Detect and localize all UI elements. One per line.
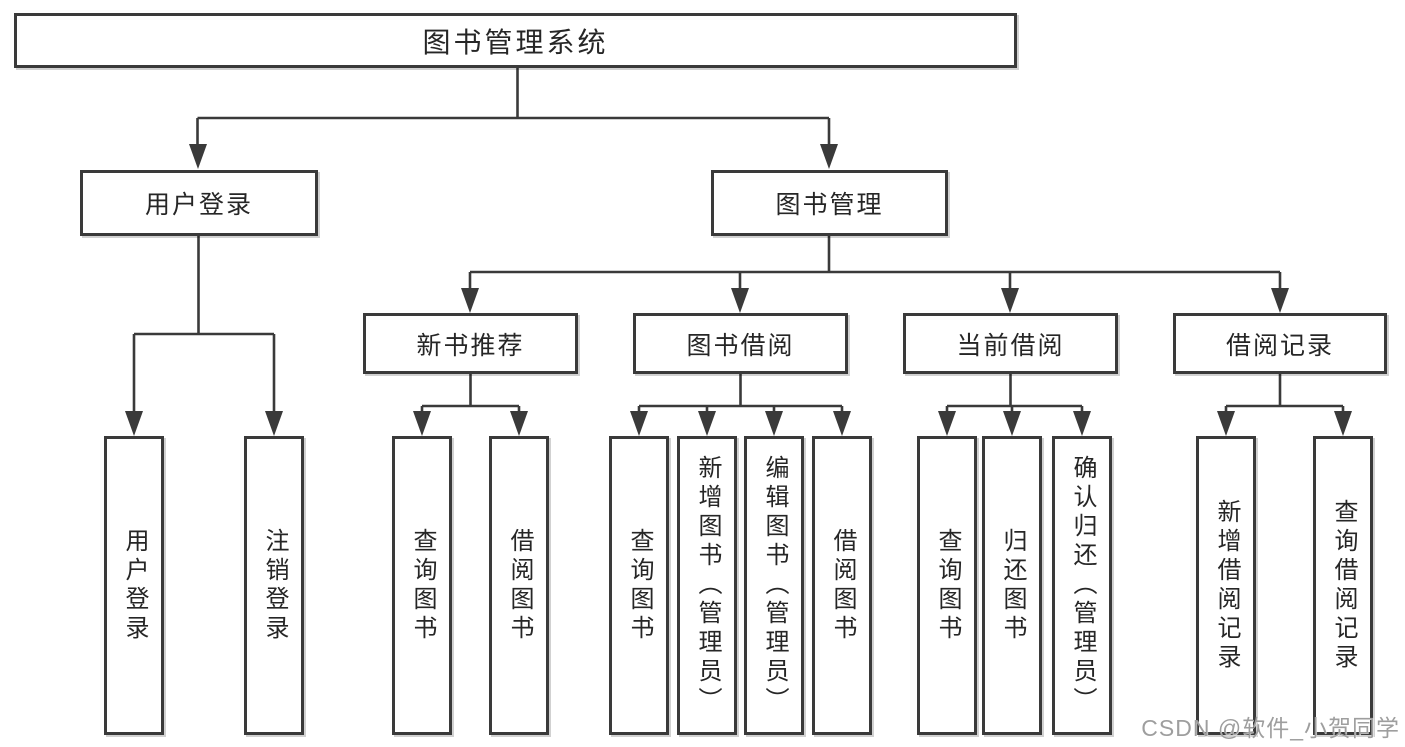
node-label: 新书推荐 xyxy=(416,331,525,360)
leaf-current-return-book: 归还图书 xyxy=(982,436,1042,735)
leaf-label: 借阅图书 xyxy=(829,527,856,644)
node-new-book-recommend: 新书推荐 xyxy=(363,313,578,374)
leaf-label: 新增借阅记录 xyxy=(1213,498,1240,673)
leaf-label: 新增图书（管理员） xyxy=(694,455,721,716)
node-current-borrow: 当前借阅 xyxy=(903,313,1118,374)
leaf-recommend-borrow-book: 借阅图书 xyxy=(489,436,549,735)
node-label: 借阅记录 xyxy=(1225,331,1334,360)
node-label: 图书借阅 xyxy=(686,331,795,360)
leaf-label: 用户登录 xyxy=(121,527,148,644)
leaf-borrow-query-book: 查询图书 xyxy=(609,436,669,735)
leaf-current-confirm-return-admin: 确认归还（管理员） xyxy=(1052,436,1112,735)
node-book-management: 图书管理 xyxy=(711,170,948,236)
node-user-login: 用户登录 xyxy=(80,170,318,236)
node-borrow-record: 借阅记录 xyxy=(1173,313,1387,374)
leaf-label: 借阅图书 xyxy=(506,527,533,644)
node-label: 图书管理系统 xyxy=(422,26,609,58)
leaf-logout: 注销登录 xyxy=(244,436,304,735)
node-label: 用户登录 xyxy=(144,191,253,219)
watermark: CSDN @软件_小贺同学 xyxy=(1141,715,1400,741)
leaf-user-login: 用户登录 xyxy=(104,436,164,735)
leaf-record-add-borrow-record: 新增借阅记录 xyxy=(1196,436,1256,735)
leaf-label: 归还图书 xyxy=(999,527,1026,644)
leaf-record-query-borrow-record: 查询借阅记录 xyxy=(1313,436,1373,735)
leaf-label: 查询图书 xyxy=(626,527,653,644)
leaf-label: 注销登录 xyxy=(261,527,288,644)
leaf-borrow-edit-book-admin: 编辑图书（管理员） xyxy=(744,436,804,735)
leaf-label: 确认归还（管理员） xyxy=(1069,455,1096,716)
node-book-borrow: 图书借阅 xyxy=(633,313,848,374)
leaf-label: 查询借阅记录 xyxy=(1330,498,1357,673)
node-label: 图书管理 xyxy=(775,191,884,219)
leaf-label: 查询图书 xyxy=(409,527,436,644)
leaf-borrow-borrow-book: 借阅图书 xyxy=(812,436,872,735)
leaf-borrow-add-book-admin: 新增图书（管理员） xyxy=(677,436,737,735)
leaf-current-query-book: 查询图书 xyxy=(917,436,977,735)
leaf-label: 查询图书 xyxy=(934,527,961,644)
node-library-management-system: 图书管理系统 xyxy=(14,13,1017,68)
leaf-recommend-query-book: 查询图书 xyxy=(392,436,452,735)
node-label: 当前借阅 xyxy=(956,331,1065,360)
leaf-label: 编辑图书（管理员） xyxy=(761,455,788,716)
